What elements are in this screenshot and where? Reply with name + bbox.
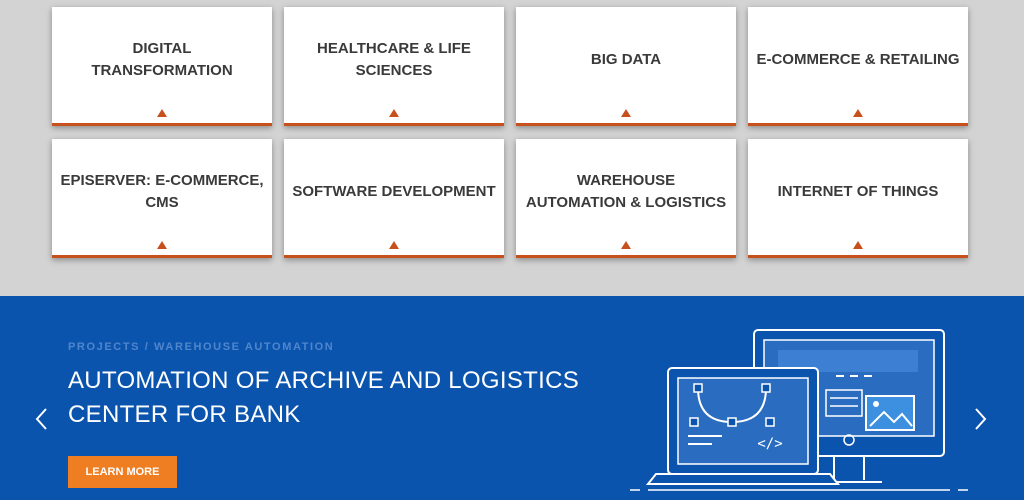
chevron-left-icon[interactable]	[32, 404, 52, 434]
breadcrumb: PROJECTS / WAREHOUSE AUTOMATION	[68, 341, 335, 353]
category-label: BIG DATA	[590, 51, 662, 68]
category-card-warehouse-automation[interactable]: WAREHOUSE AUTOMATION & LOGISTICS	[516, 139, 736, 258]
category-label: E-COMMERCE & RETAILING	[756, 51, 960, 68]
category-card-episerver[interactable]: EPISERVER: E-COMMERCE, CMS	[52, 139, 272, 258]
banner-title-line-1: AUTOMATION OF ARCHIVE AND LOGISTICS	[68, 367, 580, 394]
triangle-up-icon	[853, 241, 863, 249]
triangle-up-icon	[853, 109, 863, 117]
category-label: INTERNET OF THINGS	[777, 183, 939, 200]
category-label: WAREHOUSE AUTOMATION & LOGISTICS	[525, 172, 727, 211]
category-card-digital-transformation[interactable]: DIGITAL TRANSFORMATION	[52, 7, 272, 126]
triangle-up-icon	[157, 241, 167, 249]
category-card-big-data[interactable]: BIG DATA	[516, 7, 736, 126]
category-label: EPISERVER: E-COMMERCE, CMS	[60, 172, 264, 211]
category-card-ecommerce[interactable]: E-COMMERCE & RETAILING	[748, 7, 968, 126]
category-card-iot[interactable]: INTERNET OF THINGS	[748, 139, 968, 258]
categories-section: DIGITAL TRANSFORMATION HEALTHCARE & LIFE…	[52, 7, 968, 258]
triangle-up-icon	[389, 241, 399, 249]
category-label: HEALTHCARE & LIFE SCIENCES	[317, 40, 471, 79]
learn-more-button[interactable]: LEARN MORE	[68, 456, 177, 488]
category-card-healthcare[interactable]: HEALTHCARE & LIFE SCIENCES	[284, 7, 504, 126]
code-symbol: </>	[757, 436, 782, 452]
project-banner: PROJECTS / WAREHOUSE AUTOMATION AUTOMATI…	[0, 296, 1024, 500]
banner-title-line-2: CENTER FOR BANK	[68, 401, 301, 428]
triangle-up-icon	[389, 109, 399, 117]
triangle-up-icon	[621, 241, 631, 249]
category-label: DIGITAL TRANSFORMATION	[91, 40, 233, 79]
category-label: SOFTWARE DEVELOPMENT	[292, 183, 496, 200]
triangle-up-icon	[621, 109, 631, 117]
triangle-up-icon	[157, 109, 167, 117]
category-card-software-development[interactable]: SOFTWARE DEVELOPMENT	[284, 139, 504, 258]
devices-illustration-icon: </>	[630, 329, 968, 491]
chevron-right-icon[interactable]	[970, 404, 990, 434]
banner-title: AUTOMATION OF ARCHIVE AND LOGISTICS CENT…	[68, 364, 608, 432]
